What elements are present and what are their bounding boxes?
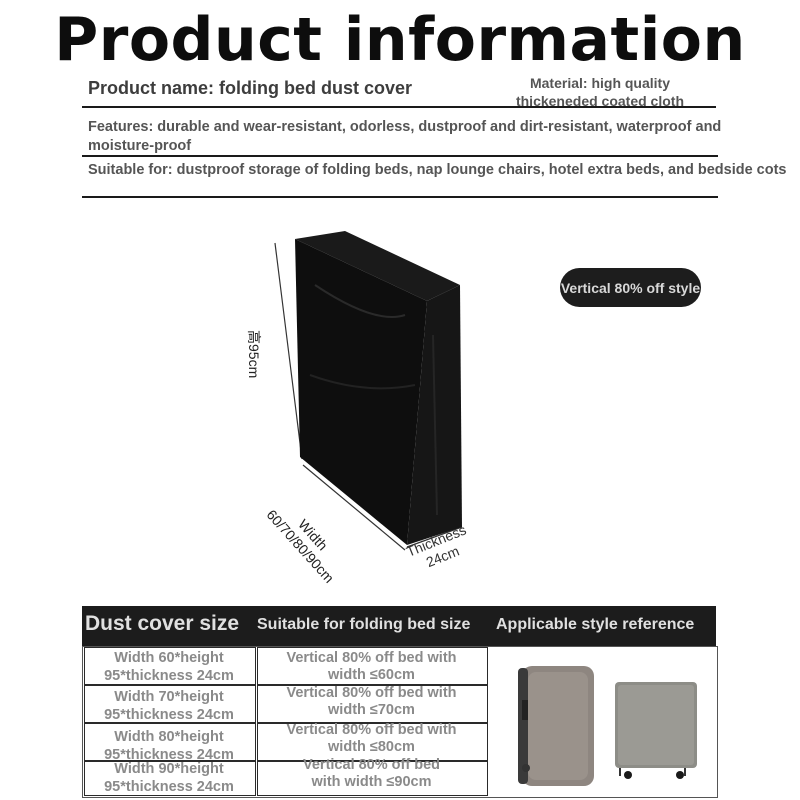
table-row: Width 80*height 95*thickness 24cm (84, 728, 254, 764)
bed-line: with width ≤90cm (311, 774, 432, 790)
table-cell (84, 647, 256, 685)
thickness-dimension-line (406, 526, 463, 548)
table-row: Width 60*height 95*thickness 24cm (84, 649, 254, 685)
dust-cover-image (274, 231, 463, 551)
material-line: thickeneded coated cloth (515, 93, 685, 109)
header-bed-size: Suitable for folding bed size (257, 616, 471, 633)
cover-top-face (295, 231, 460, 301)
divider (82, 196, 718, 198)
table-header (82, 606, 716, 646)
bed-line: width ≤80cm (328, 739, 415, 755)
material-info: Material: high quality thickeneded coate… (500, 74, 700, 110)
badge-label: Vertical 80% off style (560, 279, 701, 296)
bed-line: width ≤70cm (328, 702, 415, 718)
divider (82, 106, 716, 108)
cover-front-face (295, 239, 427, 545)
product-name: Product name: folding bed dust cover (88, 78, 413, 98)
material-line: Material: high quality (529, 75, 670, 91)
header-style-reference: Applicable style reference (496, 616, 695, 633)
size-line: 95*thickness 24cm (104, 747, 234, 763)
size-line: Width 70*height (114, 689, 224, 705)
size-line: Width 90*height (114, 761, 224, 777)
table-cell (257, 761, 488, 796)
width-dimension-line (302, 464, 406, 551)
height-label: 高95cm (246, 330, 262, 379)
table-cell (84, 761, 256, 796)
divider (82, 155, 718, 157)
height-dimension-line (274, 242, 303, 460)
page-title: Product information (54, 5, 746, 75)
bed-line: width ≤60cm (328, 667, 415, 683)
size-line: Width 60*height (114, 650, 224, 666)
bed-line: Vertical 80% off bed with (286, 685, 457, 701)
features-text: Features: durable and wear-resistant, od… (88, 119, 722, 154)
bed-style-reference-image (518, 666, 697, 786)
style-badge: Vertical 80% off style (560, 268, 701, 307)
table-cell (257, 647, 488, 685)
bed-line: Vertical 80% off bed with (286, 650, 457, 666)
table-body (82, 646, 718, 798)
bed-size-cell: Vertical 80% off bed with width ≤70cm (257, 685, 486, 719)
table-cell (84, 685, 256, 723)
table-cell (84, 723, 256, 761)
bed-line: Vertical 80% off bed (303, 757, 440, 773)
suitable-text: Suitable for: dustproof storage of foldi… (88, 162, 787, 178)
size-line: 95*thickness 24cm (104, 707, 234, 723)
bed-line: Vertical 80% off bed with (286, 722, 457, 738)
size-line: 95*thickness 24cm (104, 668, 234, 684)
table-row: Width 90*height 95*thickness 24cm (84, 760, 254, 796)
bed-size-cell: Vertical 80% off bed with width ≤60cm (257, 650, 486, 684)
table-cell (257, 685, 488, 723)
header-dust-cover-size: Dust cover size (85, 612, 240, 635)
bed-size-cell: Vertical 80% off bed with width ≤90cm (257, 757, 486, 791)
bed-size-cell: Vertical 80% off bed with width ≤80cm (257, 722, 486, 756)
size-line: Width 80*height (114, 729, 224, 745)
table-row: Width 70*height 95*thickness 24cm (84, 688, 254, 724)
size-line: 95*thickness 24cm (104, 779, 234, 795)
table-cell (257, 723, 488, 761)
